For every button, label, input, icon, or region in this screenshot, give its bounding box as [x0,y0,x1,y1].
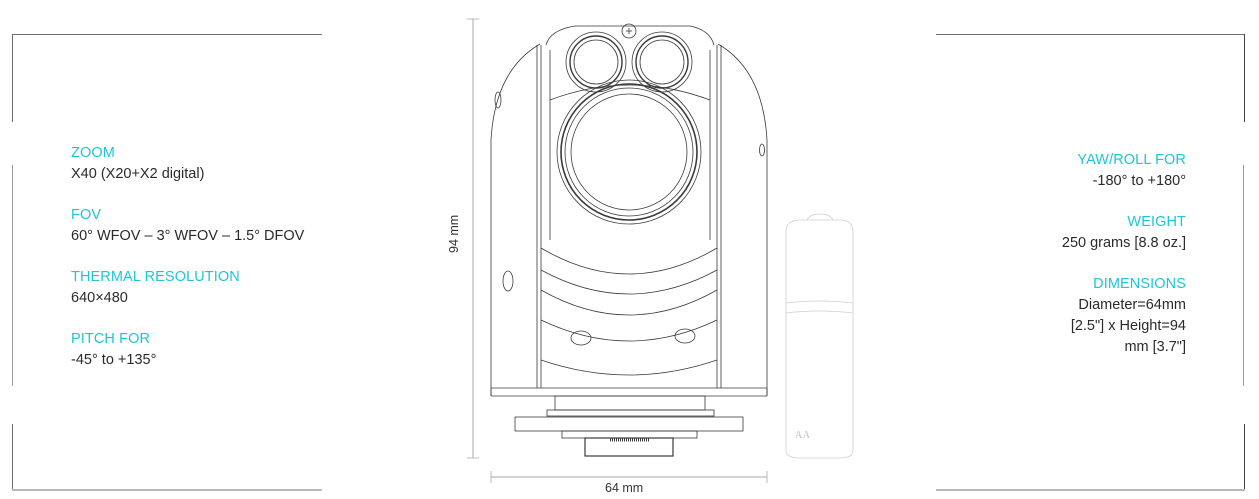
gimbal-camera-drawing-icon [467,18,854,483]
right-frame-side-middle [1243,165,1244,386]
spec-dimensions: DIMENSIONS Diameter=64mm [2.5"] x Height… [1006,274,1186,358]
spec-value-line: Diameter=64mm [1078,297,1186,313]
height-dimension-label: 94 mm [447,214,461,253]
spec-label: ZOOM [71,145,115,161]
left-frame-top [12,34,322,35]
left-frame-side-lower [12,424,13,490]
spec-fov: FOV 60° WFOV – 3° WFOV – 1.5° DFOV [71,205,304,247]
spec-value: 250 grams [8.8 oz.] [1061,235,1186,251]
right-frame-bottom [936,489,1245,491]
left-frame-side-middle [12,165,13,386]
right-frame-side-lower [1244,424,1245,490]
left-frame-bottom [12,489,322,491]
spec-zoom: ZOOM X40 (X20+X2 digital) [71,143,304,185]
right-frame-side-upper [1244,34,1245,122]
spec-label: WEIGHT [1127,214,1186,230]
spec-value: 640×480 [71,290,128,306]
left-spec-list: ZOOM X40 (X20+X2 digital) FOV 60° WFOV –… [71,143,304,391]
spec-value-line: [2.5"] x Height=94 [1070,318,1186,334]
right-frame-top [936,34,1245,35]
left-frame-side-upper [12,34,13,122]
spec-value: 60° WFOV – 3° WFOV – 1.5° DFOV [71,228,305,244]
spec-pitch-for: PITCH FOR -45° to +135° [71,329,304,371]
spec-label: DIMENSIONS [1093,276,1186,292]
spec-value-line: mm [3.7"] [1124,339,1186,355]
spec-yaw-roll-for: YAW/ROLL FOR -180° to +180° [1006,150,1186,192]
spec-weight: WEIGHT 250 grams [8.8 oz.] [1006,212,1186,254]
spec-value: X40 (X20+X2 digital) [71,166,205,182]
spec-value: -180° to +180° [1092,173,1186,189]
spec-label: YAW/ROLL FOR [1077,152,1186,168]
width-dimension-label: 64 mm [605,481,644,495]
spec-value: -45° to +135° [71,352,157,368]
spec-thermal-resolution: THERMAL RESOLUTION 640×480 [71,267,304,309]
right-spec-list: YAW/ROLL FOR -180° to +180° WEIGHT 250 g… [1006,150,1186,378]
spec-label: PITCH FOR [71,331,151,347]
spec-label: FOV [71,207,102,223]
aa-battery-label: AA [795,430,811,441]
spec-label: THERMAL RESOLUTION [71,269,240,285]
